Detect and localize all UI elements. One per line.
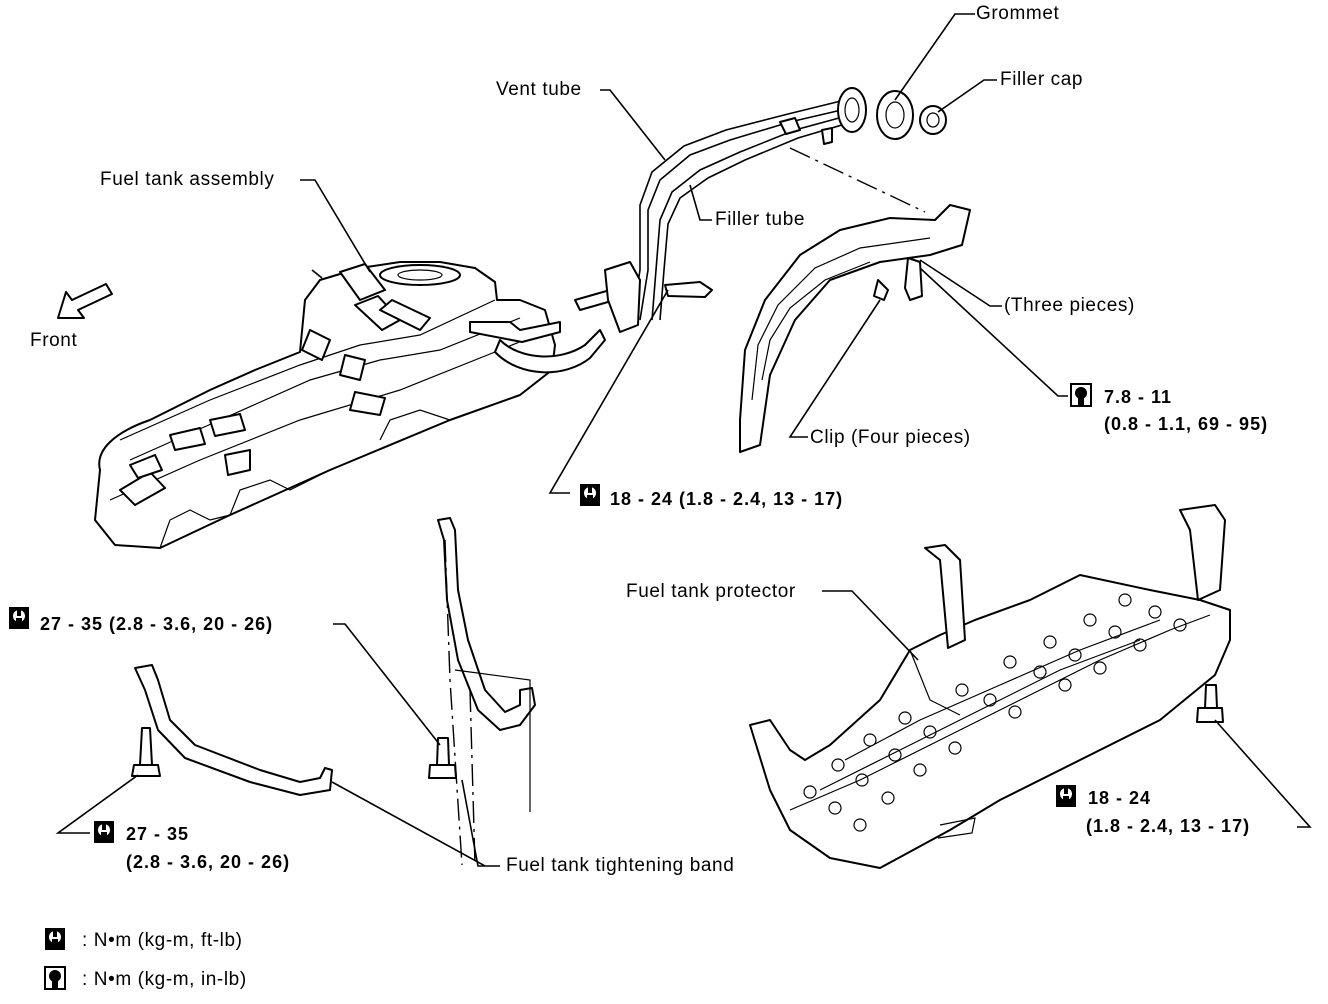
torque-band-lower-detail: (2.8 - 3.6, 20 - 26)	[126, 852, 291, 872]
torque-band-lower-value: 27 - 35	[126, 824, 190, 844]
torque-filler-cover-value: 7.8 - 11	[1104, 387, 1173, 407]
legend-ft-lb: : N•m (kg-m, ft-lb)	[82, 930, 243, 951]
fuel-tank-assembly-label: Fuel tank assembly	[100, 169, 275, 190]
fuel-tank-protector-shape	[749, 504, 1231, 869]
fuel-tank-tightening-band-label: Fuel tank tightening band	[506, 855, 735, 876]
front-label: Front	[30, 330, 78, 351]
protector-holes	[803, 593, 1187, 832]
clip-four-pieces-label: Clip (Four pieces)	[810, 427, 971, 448]
torque-band-upper-value: 27 - 35 (2.8 - 3.6, 20 - 26)	[40, 614, 274, 634]
grommet-label: Grommet	[976, 3, 1060, 24]
filler-cap-label: Filler cap	[1000, 69, 1084, 90]
torque-wrench-filled-icon	[1070, 383, 1092, 407]
torque-protector-detail: (1.8 - 2.4, 13 - 17)	[1086, 816, 1251, 836]
legend-in-lb: : N•m (kg-m, in-lb)	[82, 969, 247, 990]
torque-filler-cover-detail: (0.8 - 1.1, 69 - 95)	[1104, 414, 1269, 434]
torque-filler-bracket-value: 18 - 24 (1.8 - 2.4, 13 - 17)	[610, 489, 844, 509]
fuel-tank-body	[94, 261, 616, 549]
grommet	[876, 90, 914, 140]
filler-tube-label: Filler tube	[715, 209, 806, 230]
filler-cap	[919, 105, 947, 135]
tightening-band-upper	[437, 517, 536, 866]
filler-tube-cover	[739, 204, 971, 453]
fuel-tank-protector-label: Fuel tank protector	[626, 581, 796, 602]
torque-wrench-open-icon	[45, 928, 65, 950]
torque-wrench-open-icon	[9, 607, 29, 629]
torque-wrench-open-icon	[580, 484, 600, 506]
torque-wrench-open-icon	[1056, 785, 1076, 807]
tightening-band-lower	[134, 664, 333, 796]
torque-protector-value: 18 - 24	[1088, 788, 1152, 808]
torque-wrench-open-icon	[94, 821, 114, 843]
three-pieces-label: (Three pieces)	[1004, 295, 1135, 316]
vent-and-filler-tubes	[604, 87, 926, 333]
vent-tube-label: Vent tube	[496, 79, 582, 100]
front-arrow-icon	[57, 283, 113, 319]
leader-lines	[55, 13, 1312, 867]
torque-wrench-filled-icon	[44, 966, 66, 990]
